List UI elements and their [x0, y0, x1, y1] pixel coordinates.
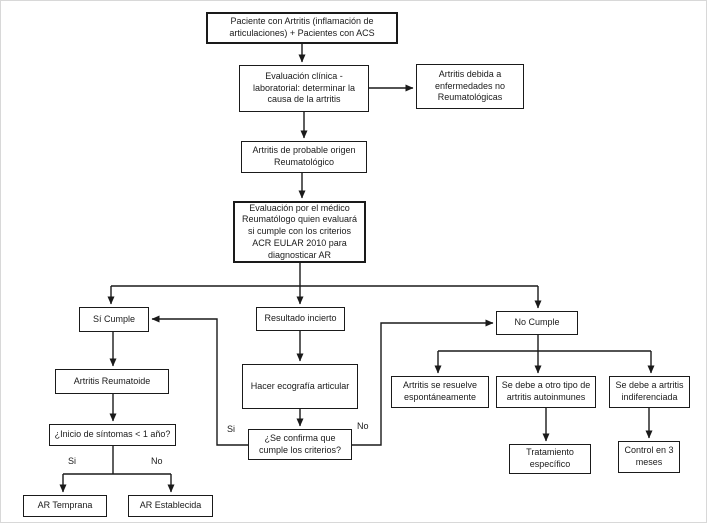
node-ar-temprana: AR Temprana — [23, 495, 107, 517]
node-ar-establecida: AR Establecida — [128, 495, 213, 517]
edge-label-confirma-si: Si — [227, 424, 236, 434]
node-evaluacion-clinica: Evaluación clínica - laboratorial: deter… — [239, 65, 369, 112]
node-artritis-indiferenciada: Se debe a artritis indiferenciada — [609, 376, 690, 408]
edge-label-inicio-no: No — [151, 456, 163, 466]
node-paciente-artritis: Paciente con Artritis (inflamación de ar… — [206, 12, 398, 44]
node-evaluacion-reumatologo: Evaluación por el médico Reumatólogo qui… — [233, 201, 366, 263]
node-artritis-reumatoide: Artritis Reumatoide — [55, 369, 169, 394]
node-resultado-incierto: Resultado incierto — [256, 307, 345, 331]
edge-label-inicio-si: Si — [68, 456, 77, 466]
node-ecografia-articular: Hacer ecografía articular — [242, 364, 358, 409]
node-tratamiento-especifico: Tratamiento específico — [509, 444, 591, 474]
node-otro-tipo-autoinmune: Se debe a otro tipo de artritis autoinmu… — [496, 376, 596, 408]
edge-label-confirma-no: No — [357, 421, 369, 431]
node-artritis-no-reumatologica: Artritis debida a enfermedades no Reumat… — [416, 64, 524, 109]
node-resuelve-espontaneamente: Artritis se resuelve espontáneamente — [391, 376, 489, 408]
node-control-3-meses: Control en 3 meses — [618, 441, 680, 473]
node-inicio-sintomas: ¿Inicio de síntomas < 1 año? — [49, 424, 176, 446]
node-confirma-criterios: ¿Se confirma que cumple los criterios? — [248, 429, 352, 460]
node-artritis-origen-reumatologico: Artritis de probable origen Reumatológic… — [241, 141, 367, 173]
edge-confirma-sicumple — [151, 315, 248, 446]
node-no-cumple: No Cumple — [496, 311, 578, 335]
node-si-cumple: Sí Cumple — [79, 307, 149, 332]
edge-confirma-nocumple — [352, 319, 494, 446]
